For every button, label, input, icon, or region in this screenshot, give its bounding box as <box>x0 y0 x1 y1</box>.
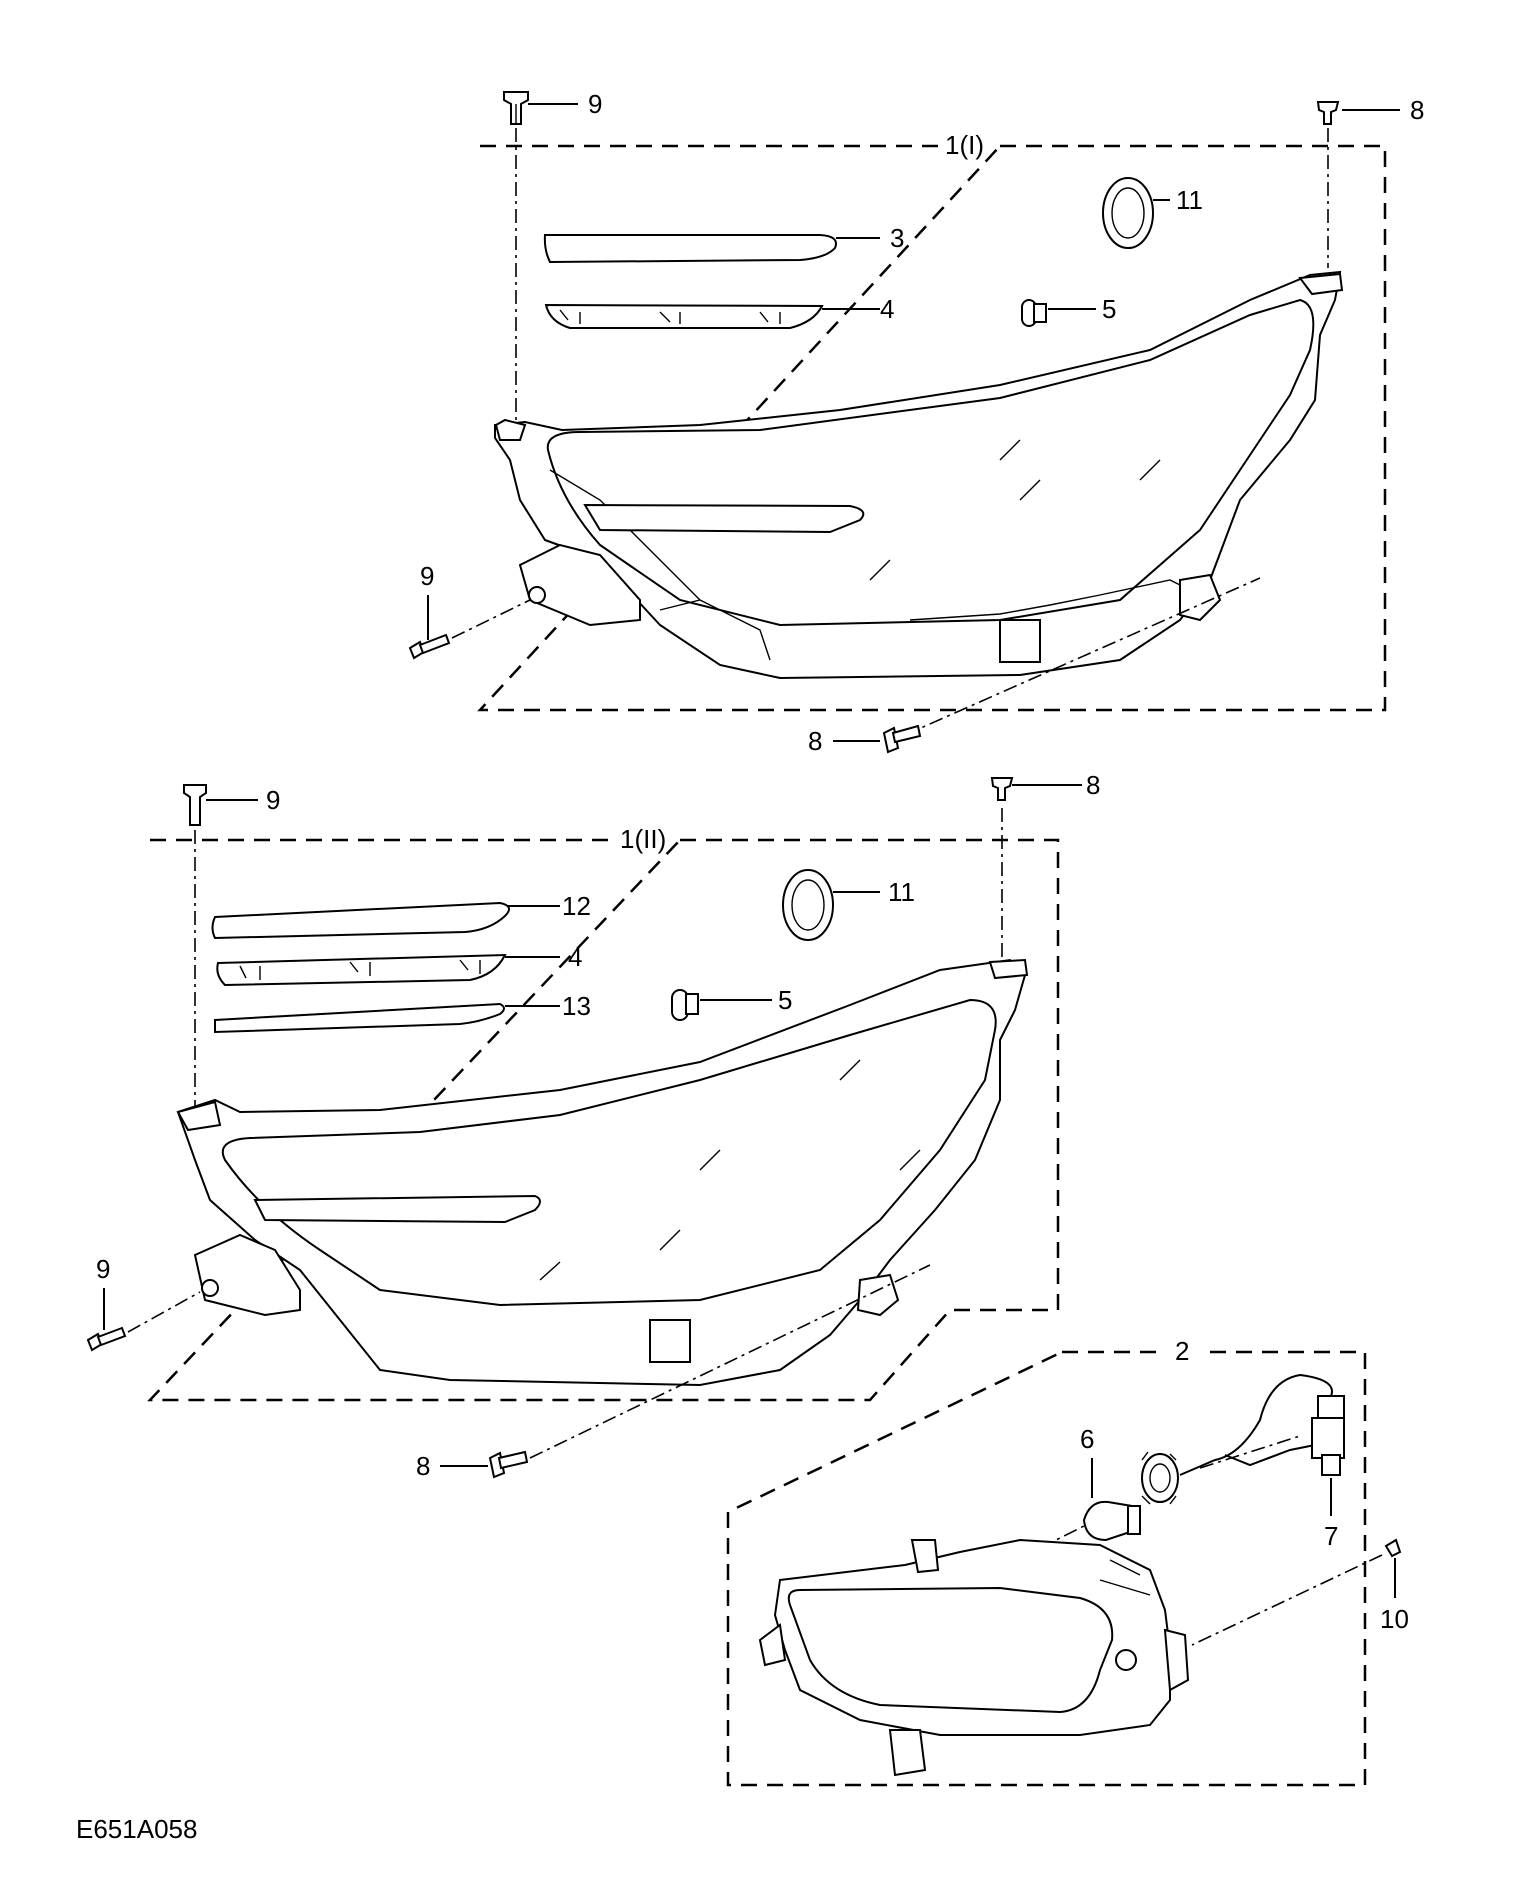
group-label-1-II: 1(II) <box>620 824 666 854</box>
callout-12: 12 <box>562 891 591 921</box>
seal-ring-11 <box>1102 177 1154 249</box>
callout-11-ii: 11 <box>888 877 915 907</box>
callout-7: 7 <box>1324 1521 1338 1551</box>
callout-13: 13 <box>562 991 591 1021</box>
bulb-6 <box>1082 1500 1141 1542</box>
headlamp-housing-1-II <box>176 958 1029 1387</box>
assembly-headlamp-1-II: 1(II) 9 8 12 4 13 5 <box>86 770 1100 1481</box>
callout-11: 11 <box>1176 185 1203 215</box>
callout-9-ii: 9 <box>266 785 280 815</box>
headlamp-housing-1-I <box>494 270 1344 680</box>
trim-strip-3 <box>543 234 837 264</box>
bolt-9-side-ii <box>86 1326 127 1352</box>
bolt-9-top-ii <box>183 784 207 826</box>
callout-5: 5 <box>1102 294 1116 324</box>
callout-4: 4 <box>880 294 894 324</box>
group-label-1-I: 1(I) <box>945 130 984 160</box>
bolt-8-bottom-ii <box>488 1450 529 1479</box>
callout-3: 3 <box>890 223 904 253</box>
callout-9: 9 <box>588 89 602 119</box>
callout-8: 8 <box>1410 95 1424 125</box>
bulb-5 <box>1021 299 1047 327</box>
callout-4-ii: 4 <box>568 942 582 972</box>
callout-9-side: 9 <box>420 561 434 591</box>
bolt-9-side <box>408 633 451 660</box>
diagram-code: E651A058 <box>76 1814 197 1844</box>
callout-9-side-ii: 9 <box>96 1254 110 1284</box>
led-strip-4 <box>544 303 824 329</box>
fog-lamp-housing <box>758 1538 1190 1777</box>
callout-8-bottom-ii: 8 <box>416 1451 430 1481</box>
bolt-8-bottom <box>882 724 922 754</box>
trim-strip-12 <box>211 901 510 940</box>
assembly-fog-lamp-2: 2 7 6 <box>726 1336 1409 1787</box>
bolt-8-top-ii <box>990 777 1014 801</box>
assembly-headlamp-1-I: 1(I) 9 8 3 4 5 <box>408 89 1424 756</box>
callout-6: 6 <box>1080 1424 1094 1454</box>
bulb-5-ii <box>671 989 699 1021</box>
wiring-connector-7 <box>1179 1373 1345 1476</box>
callout-10: 10 <box>1380 1604 1409 1634</box>
bolt-9-top <box>503 91 529 125</box>
trim-strip-13 <box>214 1002 505 1034</box>
group-boundary-2 <box>726 1350 1367 1787</box>
led-strip-4-ii <box>216 953 507 987</box>
group-label-2: 2 <box>1175 1336 1189 1366</box>
bulb-socket <box>1141 1451 1179 1505</box>
callout-8-bottom: 8 <box>808 726 822 756</box>
callout-8-ii: 8 <box>1086 770 1100 800</box>
bolt-8-top <box>1316 101 1340 125</box>
seal-ring-11-ii <box>782 869 834 941</box>
group-boundary-1-II <box>147 838 1060 1402</box>
screw-10 <box>1384 1538 1402 1558</box>
callout-5-ii: 5 <box>778 985 792 1015</box>
